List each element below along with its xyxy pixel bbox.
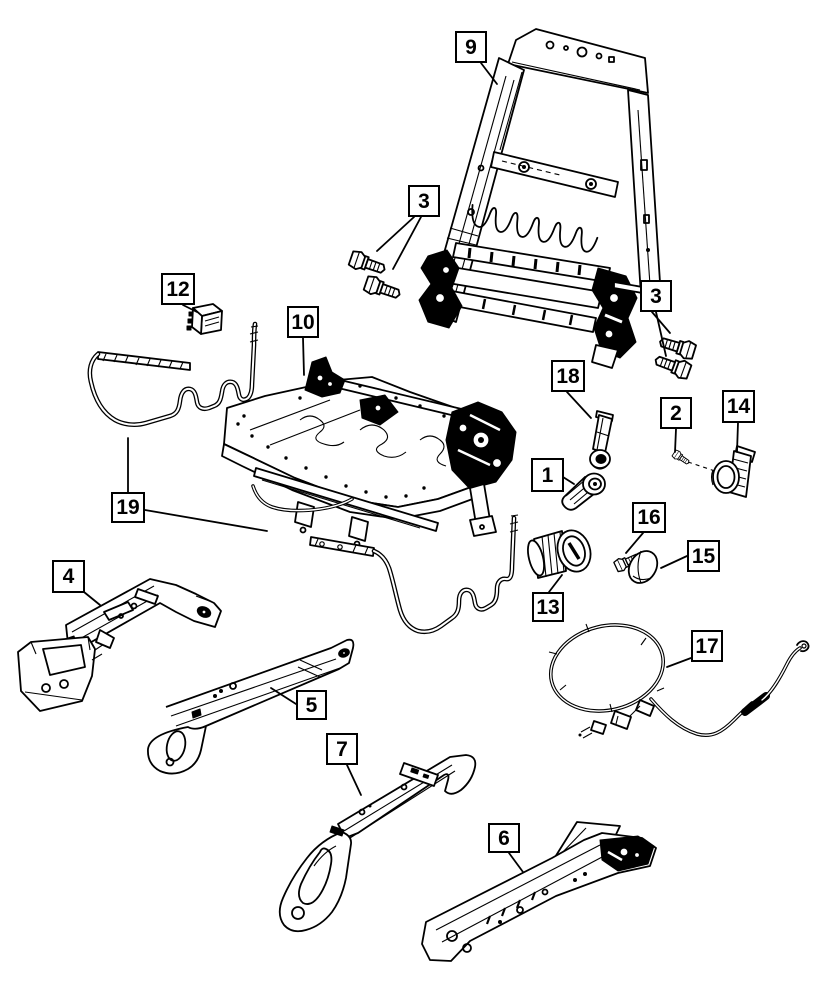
leader-line (674, 428, 677, 453)
leader-line (625, 532, 644, 554)
torsion-bar-lower (309, 514, 519, 635)
callout-3-upper[interactable]: 3 (408, 185, 440, 217)
switch-part-12 (186, 303, 223, 335)
leader-line (666, 657, 692, 668)
leader-line (566, 391, 592, 419)
leader-line (655, 311, 667, 357)
riser-rail-part-4 (17, 578, 222, 712)
screw-part-2 (671, 448, 716, 472)
callout-1[interactable]: 1 (531, 458, 564, 492)
callout-15[interactable]: 15 (687, 540, 720, 572)
callout-16[interactable]: 16 (632, 502, 666, 533)
leader-line (376, 216, 415, 252)
seat-cushion-frame (221, 356, 517, 548)
callout-7[interactable]: 7 (326, 733, 358, 765)
leader-line (660, 555, 688, 569)
leader-line (562, 476, 575, 485)
leader-line (508, 852, 524, 873)
leader-line (144, 509, 268, 532)
cap-part-15 (627, 550, 659, 584)
callout-14[interactable]: 14 (722, 390, 755, 423)
bolt-pair-left (347, 248, 404, 304)
callout-13[interactable]: 13 (532, 592, 564, 622)
riser-rail-part-5 (147, 638, 355, 775)
callout-2[interactable]: 2 (660, 397, 692, 429)
leader-line (480, 62, 498, 85)
leader-line (651, 311, 671, 334)
riser-rail-part-7 (278, 754, 477, 933)
callout-5[interactable]: 5 (296, 690, 327, 720)
callout-17[interactable]: 17 (691, 630, 723, 662)
leader-line (736, 422, 739, 453)
seat-back-frame (418, 28, 662, 369)
bolt-pair-right (651, 332, 698, 382)
handle-part-1 (561, 472, 606, 511)
callout-10[interactable]: 10 (287, 306, 319, 338)
leader-line (392, 216, 422, 270)
callout-12[interactable]: 12 (161, 273, 195, 305)
clamp-part-14 (710, 445, 756, 498)
lever-part-18 (589, 410, 614, 470)
track-part-6 (421, 821, 657, 962)
callout-4[interactable]: 4 (52, 560, 85, 593)
callout-6[interactable]: 6 (488, 823, 520, 853)
leader-line (182, 304, 198, 313)
torsion-bar-left (87, 321, 259, 427)
release-cable-part-17 (548, 623, 810, 739)
leader-line (346, 764, 362, 796)
leader-line (548, 574, 563, 593)
callout-9[interactable]: 9 (455, 31, 487, 63)
leader-lines (83, 62, 739, 873)
leader-line (302, 337, 305, 376)
callout-19[interactable]: 19 (111, 492, 145, 523)
callout-18[interactable]: 18 (551, 360, 585, 392)
leader-line (83, 591, 101, 606)
callout-3-lower[interactable]: 3 (640, 280, 672, 312)
leader-line (270, 687, 297, 705)
knob-part-13 (527, 529, 592, 579)
